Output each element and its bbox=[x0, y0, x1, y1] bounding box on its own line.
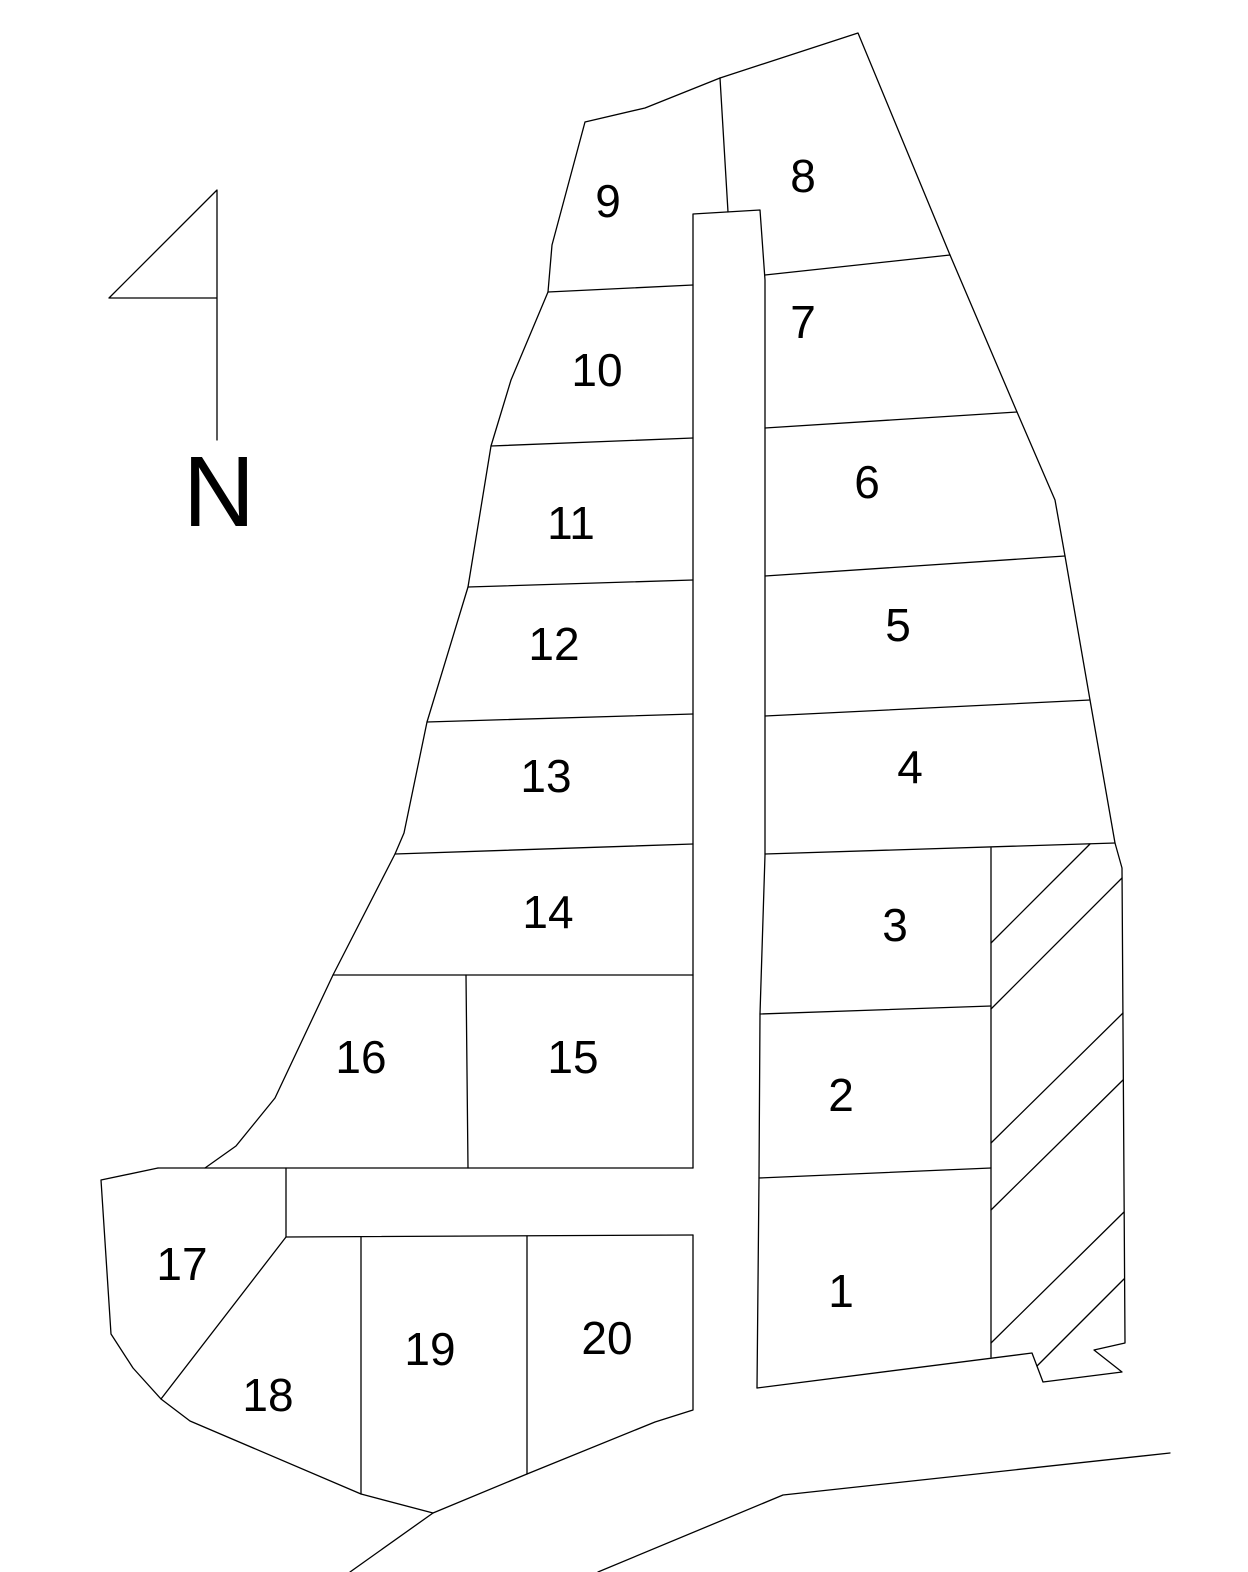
lot-label-15: 15 bbox=[547, 1031, 598, 1083]
lot-label-13: 13 bbox=[520, 750, 571, 802]
lot-label-18: 18 bbox=[242, 1369, 293, 1421]
lot-line-9 bbox=[764, 254, 951, 276]
lot-line-10 bbox=[764, 411, 1018, 429]
lot-line-1 bbox=[719, 77, 729, 213]
lot-lines bbox=[160, 77, 1116, 1495]
hatch-line-3 bbox=[990, 1012, 1124, 1144]
lot-line-8 bbox=[465, 974, 469, 1169]
road-branch-south-edge bbox=[285, 1167, 694, 1238]
lot-label-3: 3 bbox=[882, 899, 908, 951]
lot-label-4: 4 bbox=[897, 741, 923, 793]
north-east-boundary bbox=[719, 32, 1126, 1389]
lot-label-2: 2 bbox=[828, 1069, 854, 1121]
lot-label-14: 14 bbox=[522, 886, 573, 938]
hatch-line-5 bbox=[990, 1211, 1125, 1344]
lot-line-3 bbox=[490, 437, 694, 447]
lot-label-9: 9 bbox=[595, 175, 621, 227]
lot-label-1: 1 bbox=[828, 1265, 854, 1317]
hatch-line-2 bbox=[990, 877, 1123, 1010]
lot-line-16 bbox=[758, 1167, 992, 1179]
lot-line-13 bbox=[764, 842, 1116, 855]
lot-line-15 bbox=[759, 1005, 992, 1015]
lot-line-2 bbox=[547, 284, 694, 293]
lot-label-6: 6 bbox=[854, 456, 880, 508]
lot-label-19: 19 bbox=[404, 1323, 455, 1375]
lot-labels: 1 2 3 4 5 6 7 8 9 10 11 12 13 14 15 16 1… bbox=[156, 150, 922, 1421]
lot-label-17: 17 bbox=[156, 1238, 207, 1290]
lot-line-12 bbox=[764, 699, 1091, 717]
lot-label-7: 7 bbox=[790, 296, 816, 348]
lot-label-12: 12 bbox=[528, 618, 579, 670]
south-west-boundary bbox=[100, 1167, 694, 1514]
road-west-edge bbox=[692, 209, 766, 1389]
lot-label-20: 20 bbox=[581, 1312, 632, 1364]
lot-label-11: 11 bbox=[547, 497, 595, 549]
lot-label-5: 5 bbox=[885, 599, 911, 651]
west-boundary bbox=[204, 77, 721, 1169]
lot-label-10: 10 bbox=[571, 344, 622, 396]
lot-line-17 bbox=[160, 1236, 287, 1400]
lot-label-16: 16 bbox=[335, 1031, 386, 1083]
lot-line-6 bbox=[394, 843, 694, 855]
north-arrow-flag bbox=[108, 189, 218, 441]
street bbox=[349, 1452, 1171, 1572]
north-label: N bbox=[183, 436, 255, 548]
subdivision-boundary bbox=[100, 32, 1126, 1514]
access-road bbox=[157, 209, 766, 1389]
north-arrow: N bbox=[108, 189, 255, 548]
lot-line-11 bbox=[764, 555, 1066, 577]
lot-line-4 bbox=[467, 579, 694, 588]
hatched-strip bbox=[990, 843, 1125, 1367]
street-north-edge bbox=[349, 1512, 434, 1572]
hatch-line-4 bbox=[990, 1079, 1124, 1211]
hatch-line-6 bbox=[1036, 1278, 1125, 1367]
lot-label-8: 8 bbox=[790, 150, 816, 202]
street-south-edge bbox=[597, 1452, 1171, 1572]
hatch-line-1 bbox=[990, 843, 1091, 944]
lot-line-5 bbox=[426, 713, 694, 723]
